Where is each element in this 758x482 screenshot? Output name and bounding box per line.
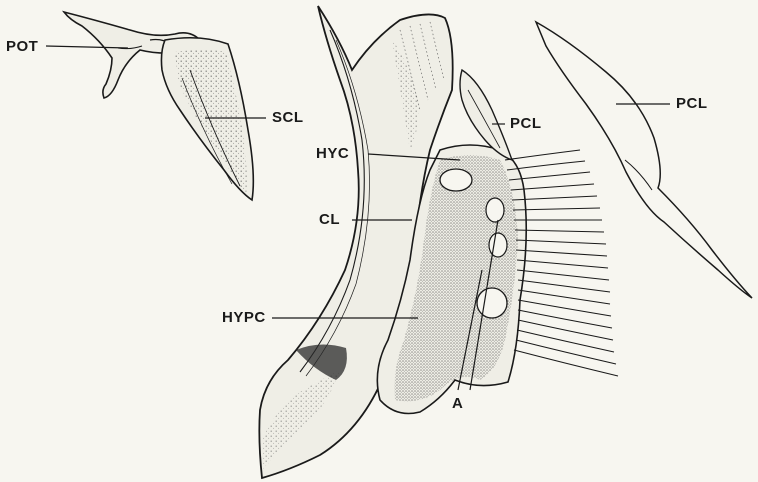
label-pcl-mid: PCL [510,116,542,131]
label-pcl-right: PCL [676,96,708,111]
postcleithrum-right [536,22,752,298]
label-hyc: HYC [316,146,349,161]
label-hypc: HYPC [222,310,266,325]
label-a: A [452,396,463,411]
label-cl: CL [319,212,340,227]
supraclavicle-bone [161,38,253,200]
label-pot: POT [6,39,38,54]
label-scl: SCL [272,110,304,125]
